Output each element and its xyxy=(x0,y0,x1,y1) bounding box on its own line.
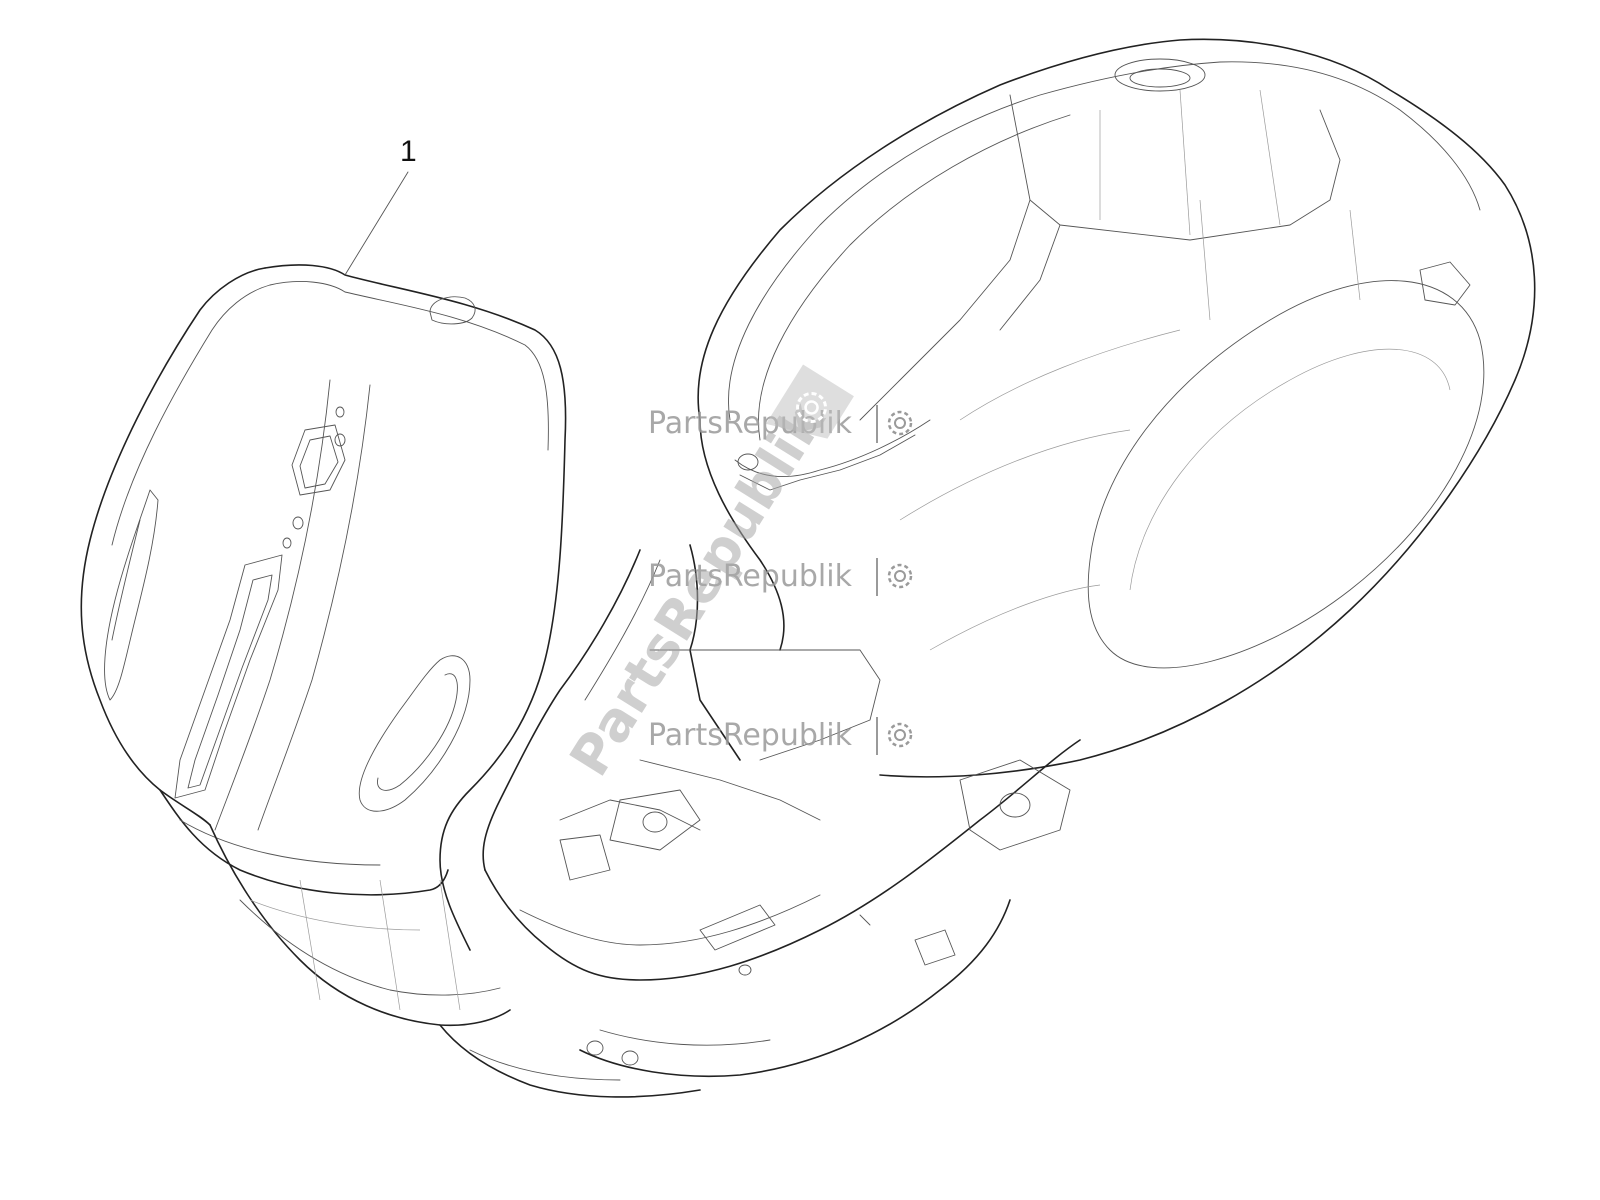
watermark-2: PartsRepublik xyxy=(648,558,913,596)
watermark-3: PartsRepublik xyxy=(648,717,913,755)
gear-icon xyxy=(765,364,854,439)
watermark-text: PartsRepublik xyxy=(648,718,853,753)
leg-shield-part-1 xyxy=(80,264,701,1098)
watermark-text: PartsRepublik xyxy=(648,559,853,594)
gear-icon xyxy=(887,410,913,436)
gear-icon xyxy=(887,722,913,748)
gear-icon xyxy=(887,563,913,589)
rear-body-frame xyxy=(697,38,1536,778)
callout-leader-1 xyxy=(344,171,409,276)
floorboard-frame xyxy=(482,544,1081,1078)
callout-label-1: 1 xyxy=(400,135,417,168)
